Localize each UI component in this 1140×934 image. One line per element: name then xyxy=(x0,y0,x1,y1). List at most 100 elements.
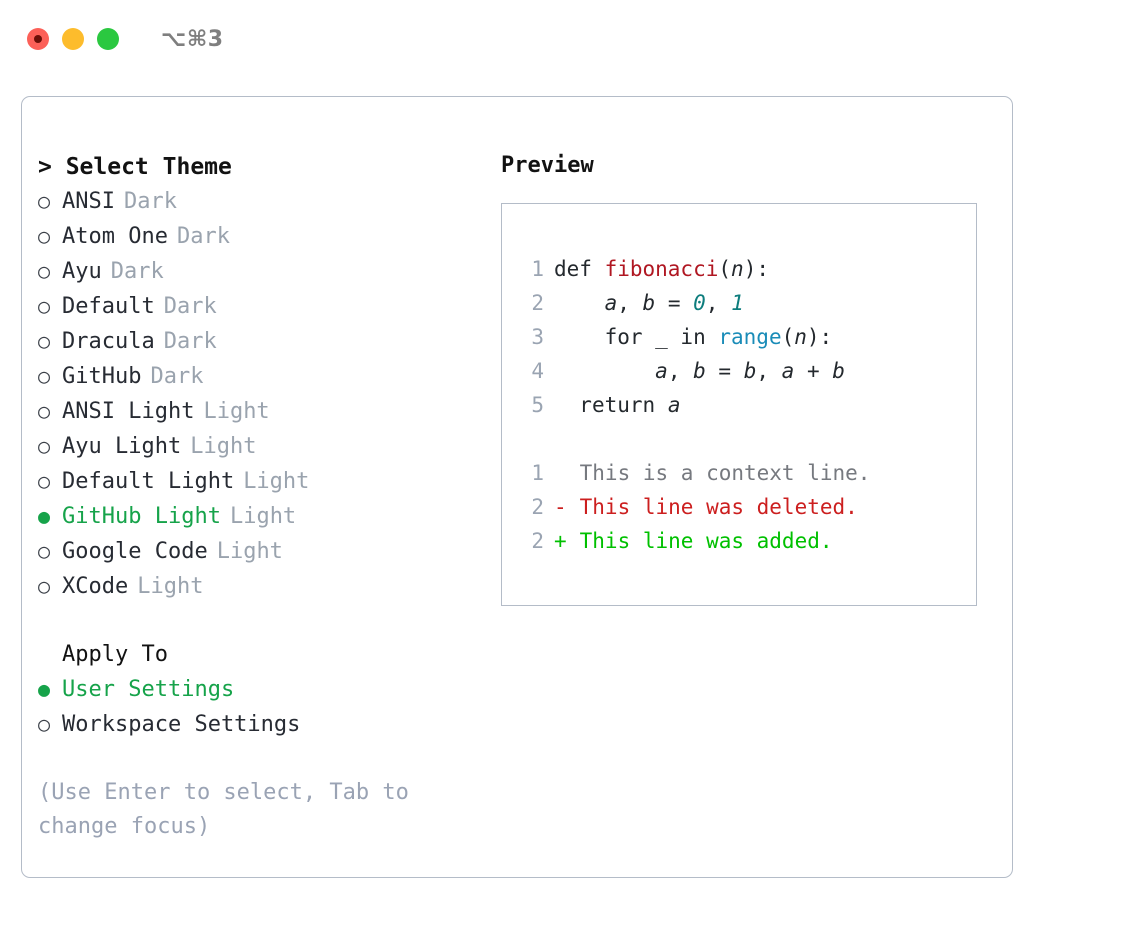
code-line-content: return a xyxy=(554,388,680,422)
diff-line-text: This line was added. xyxy=(567,529,833,553)
radio-unselected-icon: ○ xyxy=(38,574,51,598)
code-token-kw: = xyxy=(655,291,694,315)
diff-sign xyxy=(554,456,567,490)
code-token-ident: n xyxy=(794,325,807,349)
code-token-ident: a xyxy=(604,291,618,315)
code-token-call: range xyxy=(718,325,782,349)
theme-option-github[interactable]: ○ GitHub Dark xyxy=(38,359,498,394)
theme-option-label: Ayu xyxy=(62,259,102,284)
apply-to-option-workspace-settings[interactable]: ○ Workspace Settings xyxy=(38,707,498,742)
theme-option-label: GitHub Light xyxy=(62,504,221,529)
diff-line-deleted: 2- This line was deleted. xyxy=(518,490,976,524)
diff-line-text: This line was deleted. xyxy=(567,495,858,519)
theme-option-variant-tag: Light xyxy=(243,469,310,494)
theme-option-variant-tag: Dark xyxy=(150,364,204,389)
code-token-ident: a xyxy=(667,393,681,417)
code-token-kw: ( xyxy=(781,325,795,349)
code-token-num: 1 xyxy=(731,291,744,315)
line-number: 4 xyxy=(531,359,544,383)
code-token-ident: b xyxy=(693,359,706,383)
apply-to-option-user-settings[interactable]: ●User Settings xyxy=(38,672,498,707)
apply-to-heading: Apply To xyxy=(62,642,168,667)
diff-line-context: 1 This is a context line. xyxy=(518,456,976,490)
code-token-kw: = xyxy=(705,359,744,383)
radio-unselected-icon: ○ xyxy=(38,259,51,283)
theme-option-label: Google Code xyxy=(62,539,208,564)
line-number: 5 xyxy=(531,393,544,417)
code-token-ident: a xyxy=(781,359,795,383)
minimize-window-button[interactable] xyxy=(62,28,84,50)
radio-unselected-icon: ○ xyxy=(38,434,51,458)
code-token-kw: for _ in xyxy=(604,325,719,349)
code-token-num: 0 xyxy=(693,291,706,315)
code-line: 4 a, b = b, a + b xyxy=(518,354,976,388)
code-token-kw: ): xyxy=(806,325,833,349)
theme-option-variant-tag: Dark xyxy=(110,259,164,284)
diff-line-content: - This line was deleted. xyxy=(554,490,858,524)
code-token-ident: b xyxy=(642,291,656,315)
code-token-kw: , xyxy=(756,359,782,383)
title-bar: ⌥⌘3 xyxy=(0,0,1140,78)
theme-option-variant-tag: Dark xyxy=(163,294,217,319)
theme-option-variant-tag: Dark xyxy=(163,329,217,354)
close-window-button[interactable] xyxy=(27,28,49,50)
code-line-content: for _ in range(n): xyxy=(554,320,833,354)
radio-unselected-icon: ○ xyxy=(38,364,51,388)
theme-option-variant-tag: Light xyxy=(203,399,270,424)
radio-unselected-icon: ○ xyxy=(38,189,51,213)
code-token-kw: + xyxy=(794,359,833,383)
theme-option-label: ANSI xyxy=(62,189,115,214)
diff-line-added: 2 + This line was added. xyxy=(518,524,976,558)
theme-option-variant-tag: Light xyxy=(137,574,204,599)
diff-sign: + xyxy=(554,529,567,553)
apply-to-option-label: User Settings xyxy=(62,677,235,702)
theme-option-xcode[interactable]: ○ XCode Light xyxy=(38,569,498,604)
theme-option-label: Atom One xyxy=(62,224,168,249)
theme-option-ayu[interactable]: ○ Ayu Dark xyxy=(38,254,498,289)
code-token-ident: n xyxy=(731,257,744,281)
code-token-fn: fibonacci xyxy=(604,257,719,281)
radio-unselected-icon: ○ xyxy=(38,329,51,353)
radio-unselected-icon: ○ xyxy=(38,399,51,423)
code-token-kw: , xyxy=(617,291,643,315)
theme-option-variant-tag: Light xyxy=(229,504,297,529)
code-line-content: a, b = b, a + b xyxy=(554,354,845,388)
theme-option-label: Default xyxy=(62,294,155,319)
code-token-kw: ( xyxy=(718,257,732,281)
theme-option-variant-tag: Dark xyxy=(176,224,230,249)
preview-heading: Preview xyxy=(501,153,594,178)
theme-option-label: GitHub xyxy=(62,364,142,389)
code-line: 5 return a xyxy=(518,388,976,422)
code-token-ident: a xyxy=(655,359,668,383)
zoom-window-button[interactable] xyxy=(97,28,119,50)
code-token-kw: return xyxy=(579,393,668,417)
apply-to-option-label: Workspace Settings xyxy=(62,712,301,737)
line-number: 2 xyxy=(531,529,544,553)
radio-unselected-icon: ○ xyxy=(38,539,51,563)
traffic-light-group xyxy=(27,28,119,50)
code-token-kw: , xyxy=(705,291,732,315)
diff-line-content: + This line was added. xyxy=(554,524,833,558)
apply-to-option-list[interactable]: ●User Settings ○ Workspace Settings xyxy=(38,672,498,742)
code-token-kw: def xyxy=(554,257,605,281)
radio-unselected-icon: ○ xyxy=(38,469,51,493)
theme-option-label: XCode xyxy=(62,574,129,599)
radio-unselected-icon: ○ xyxy=(38,712,51,736)
code-line: 2 a, b = 0, 1 xyxy=(518,286,976,320)
theme-option-label: Ayu Light xyxy=(62,434,182,459)
